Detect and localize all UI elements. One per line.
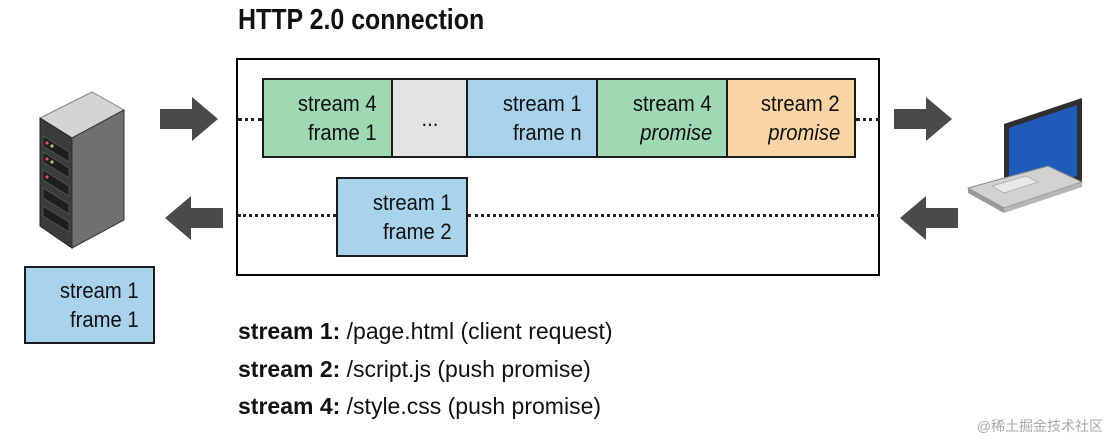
server-icon (38, 91, 126, 249)
legend-item: stream 4: /style.css (push promise) (238, 393, 602, 419)
diagram-title: HTTP 2.0 connection (238, 4, 485, 36)
frame-stream2-promise: stream 2 promise (726, 78, 856, 158)
incoming-line (468, 214, 880, 217)
arrow-right-icon (894, 97, 952, 141)
frame-stream4-promise: stream 4 promise (596, 78, 728, 158)
arrow-right-icon (160, 97, 218, 141)
arrow-left-icon (165, 196, 223, 240)
legend-item: stream 2: /script.js (push promise) (238, 356, 591, 382)
frame-stream4-frame1: stream 4 frame 1 (262, 78, 393, 158)
legend-item: stream 1: /page.html (client request) (238, 318, 613, 344)
outgoing-line (856, 118, 880, 121)
laptop-icon (966, 98, 1084, 213)
frame-ellipsis: ... (391, 78, 468, 158)
watermark: @稀土掘金技术社区 (976, 418, 1103, 434)
arrow-left-icon (900, 196, 958, 240)
outgoing-line (238, 118, 262, 121)
frame-stream1-framen: stream 1 frame n (466, 78, 598, 158)
frame-stream1-frame2: stream 1 frame 2 (336, 177, 468, 257)
incoming-line (238, 214, 336, 217)
frame-stream1-frame1-received: stream 1 frame 1 (24, 266, 155, 344)
